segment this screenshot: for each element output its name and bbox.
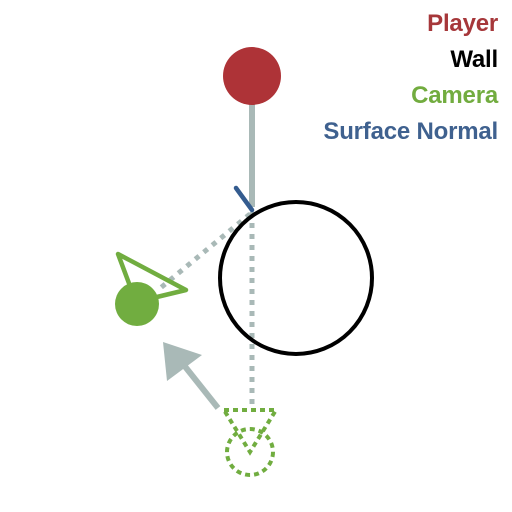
previous-camera-icon (220, 408, 280, 477)
player-circle (223, 47, 281, 105)
legend-player: Player (427, 10, 498, 37)
legend-camera: Camera (411, 82, 498, 109)
legend-surface-normal: Surface Normal (323, 118, 498, 145)
legend: Player Wall Camera Surface Normal (323, 6, 498, 150)
legend-wall: Wall (450, 46, 498, 73)
movement-arrow-icon (163, 342, 221, 410)
wall-circle (218, 200, 374, 356)
camera-icon (115, 251, 189, 326)
camera-ray-dotted-line (156, 212, 252, 292)
surface-normal-line (233, 185, 255, 213)
